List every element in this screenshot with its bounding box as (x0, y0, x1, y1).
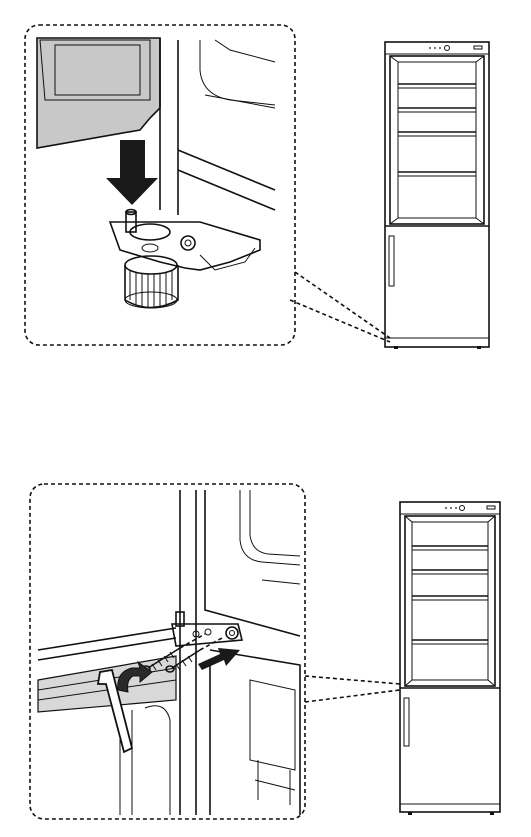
top-leader-line-1 (294, 271, 391, 339)
bottom-leader-line-1 (304, 675, 401, 685)
hinge-detail (37, 490, 301, 815)
top-fridge (384, 41, 490, 349)
middle-hinge (171, 611, 244, 647)
bottom-zoom-frame (29, 483, 306, 820)
push-arrow-icon (198, 648, 240, 670)
top-zoom-frame (24, 24, 296, 346)
foot-detail (36, 37, 276, 309)
down-arrow-icon (106, 140, 158, 205)
bottom-leader-line-2 (304, 689, 401, 703)
rotate-arrow-icon (117, 660, 153, 693)
top-leader-line-2 (289, 299, 391, 343)
hinge-bracket (108, 221, 261, 271)
adjustable-foot (124, 223, 179, 309)
top-figure (24, 24, 490, 349)
screws (141, 633, 223, 673)
bottom-fridge (399, 501, 501, 815)
hex-key-icon (96, 668, 134, 754)
bottom-figure (29, 483, 501, 820)
